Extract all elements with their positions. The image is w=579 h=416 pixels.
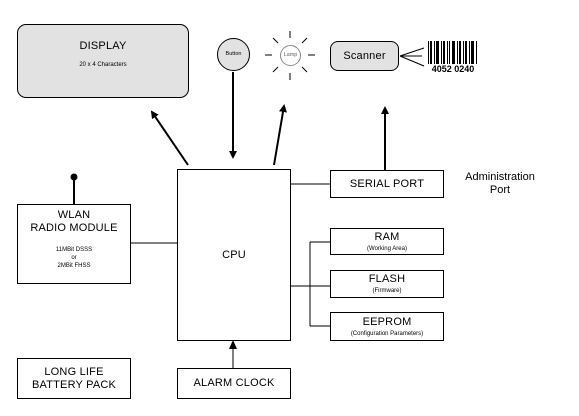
wlan-box: WLAN RADIO MODULE 11MBit DSSS or 2MBit F… bbox=[17, 204, 131, 284]
alarm-clock-label: ALARM CLOCK bbox=[193, 377, 275, 389]
wlan-spec1: 11MBit DSSS bbox=[55, 247, 93, 253]
button-label: Button bbox=[225, 51, 242, 57]
barcode-bars bbox=[428, 41, 477, 64]
wlan-line2: RADIO MODULE bbox=[30, 222, 118, 234]
ram-sub: (Working Area) bbox=[367, 245, 407, 252]
eeprom-box: EEPROM (Configuration Parameters) bbox=[330, 312, 444, 341]
wlan-spec3: 2MBit FHSS bbox=[57, 263, 91, 269]
lamp-label: Lamp bbox=[283, 52, 298, 58]
battery-line2: BATTERY PACK bbox=[31, 378, 117, 391]
ram-label: RAM bbox=[374, 230, 400, 243]
admin-port-line2: Port bbox=[489, 184, 511, 196]
barcode-number: 4052 0240 bbox=[431, 64, 475, 74]
flash-box: FLASH (Firmware) bbox=[330, 270, 444, 298]
button-circle: Button bbox=[217, 38, 250, 71]
display-box: DISPLAY 20 x 4 Characters bbox=[17, 24, 189, 98]
ram-box: RAM (Working Area) bbox=[330, 228, 444, 255]
arrow-cpu-to-display bbox=[150, 110, 189, 166]
wlan-spec2: or bbox=[71, 255, 77, 261]
scanner-label: Scanner bbox=[343, 49, 386, 62]
eeprom-label: EEPROM bbox=[362, 315, 412, 328]
cpu-label: CPU bbox=[222, 248, 246, 261]
lamp-icon: Lamp bbox=[280, 45, 301, 66]
antenna-tip bbox=[70, 173, 78, 181]
wlan-line1: WLAN bbox=[57, 209, 91, 221]
battery-line1: LONG LIFE bbox=[44, 365, 104, 378]
eeprom-sub: (Configuration Parameters) bbox=[350, 330, 424, 337]
cpu-box: CPU bbox=[177, 169, 291, 341]
alarm-clock-box: ALARM CLOCK bbox=[177, 368, 291, 399]
serial-port-box: SERIAL PORT bbox=[330, 170, 444, 198]
admin-port-line1: Administration bbox=[465, 171, 535, 183]
lamp-rays bbox=[265, 31, 315, 80]
arrow-cpu-to-lamp bbox=[273, 104, 287, 166]
serial-port-label: SERIAL PORT bbox=[349, 177, 425, 190]
display-subtitle: 20 x 4 Characters bbox=[79, 62, 127, 68]
display-title: DISPLAY bbox=[79, 40, 127, 52]
scanner-box: Scanner bbox=[330, 41, 399, 71]
battery-box: LONG LIFE BATTERY PACK bbox=[17, 358, 131, 399]
flash-sub: (Firmware) bbox=[372, 288, 402, 294]
flash-label: FLASH bbox=[368, 273, 406, 285]
admin-port-label: Administration Port bbox=[455, 171, 545, 197]
